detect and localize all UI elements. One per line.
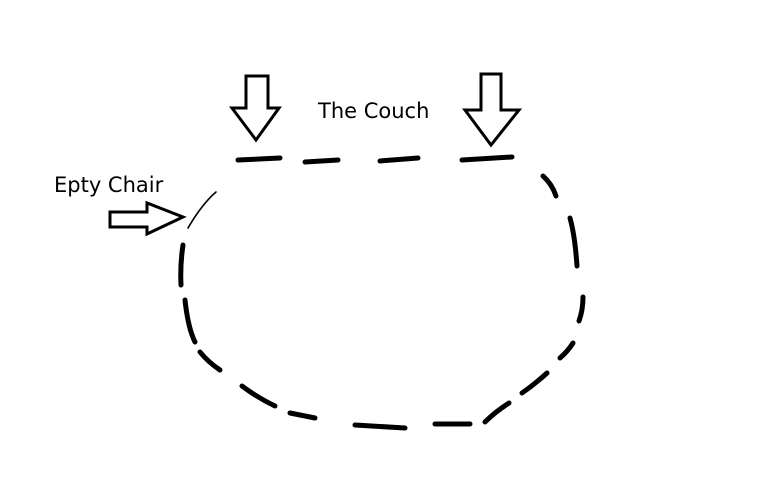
arrow-right-icon	[108, 200, 187, 237]
outline-dash	[519, 370, 550, 396]
outline-dash	[567, 215, 580, 269]
outline-dash	[540, 173, 559, 199]
empty-chair-label: Epty Chair	[54, 173, 164, 197]
outline-dash	[182, 297, 198, 345]
outline-dash	[482, 400, 512, 425]
outline-dash	[197, 349, 223, 373]
outline-dash	[352, 422, 408, 431]
empty-chair-stroke	[187, 191, 217, 229]
outline-dash	[178, 242, 186, 288]
couch-dash	[302, 157, 341, 165]
couch-dash	[377, 155, 421, 164]
couch-dash	[459, 154, 515, 163]
couch-label: The Couch	[318, 99, 430, 123]
dashed-enclosure	[178, 154, 586, 431]
arrow-down-icon	[229, 74, 282, 143]
outline-dash	[576, 294, 586, 324]
outline-dash	[287, 410, 318, 421]
couch-dash	[235, 155, 283, 163]
arrow-down-icon	[462, 72, 523, 148]
outline-dash	[239, 383, 278, 409]
outline-dash	[557, 340, 576, 361]
